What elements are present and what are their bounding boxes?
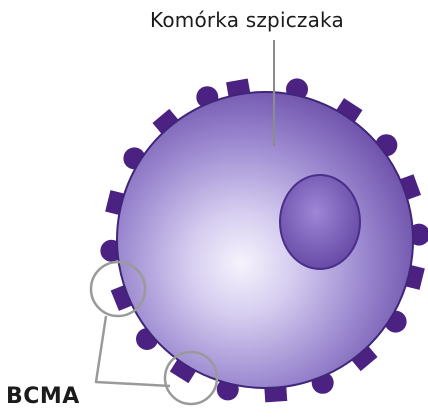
cell-label: Komórka szpiczaka [150,8,344,32]
cell-nucleus [280,175,360,269]
bcma-label: BCMA [6,384,80,409]
cell-body [117,92,413,388]
